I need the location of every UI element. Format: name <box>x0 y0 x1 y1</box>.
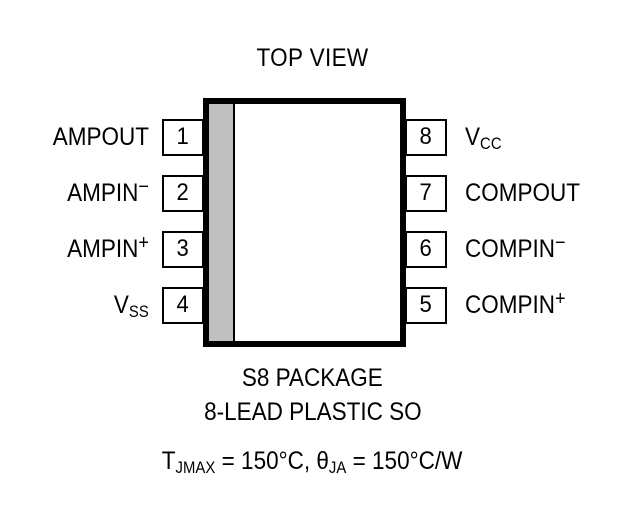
pin-number-5: 5 <box>419 290 433 318</box>
package-name-caption: S8 PACKAGE <box>0 366 625 391</box>
plus-sign-icon: + <box>555 287 566 310</box>
theta-subscript: JA <box>329 458 347 477</box>
package-name-text: S8 PACKAGE <box>242 364 383 392</box>
pin-label-ampin-minus-text: AMPIN <box>67 179 139 207</box>
pin-number-3: 3 <box>176 234 190 262</box>
pin-label-ampout: AMPOUT <box>42 119 149 156</box>
pin-label-vss-subscript: SS <box>129 302 149 321</box>
pin-label-vss-text: V <box>113 291 130 319</box>
pin-label-vcc-subscript: CC <box>480 134 502 153</box>
theta-symbol: θ <box>316 447 330 475</box>
pin-label-compin-plus-text: COMPIN <box>465 291 555 319</box>
pin-label-compin-plus: COMPIN+ <box>465 287 577 324</box>
pin-label-vcc-text: V <box>465 123 481 151</box>
pin-number-7: 7 <box>419 178 433 206</box>
package-description-text: 8-LEAD PLASTIC SO <box>203 398 422 426</box>
pin-number-2: 2 <box>176 178 190 206</box>
pin-label-ampin-plus: AMPIN+ <box>58 231 149 268</box>
package-description-caption: 8-LEAD PLASTIC SO <box>0 400 625 425</box>
theta-value: = 150°C/W <box>346 447 463 475</box>
tjmax-symbol: T <box>162 447 176 475</box>
pin-number-4: 4 <box>176 290 190 318</box>
pin-label-compin-minus-text: COMPIN <box>465 235 555 263</box>
pin-label-compin-minus: COMPIN− <box>465 231 577 268</box>
pin-label-ampout-text: AMPOUT <box>52 123 149 151</box>
minus-sign-icon: − <box>138 176 149 198</box>
plus-sign-icon: + <box>138 231 149 254</box>
pin1-indicator-band <box>209 104 235 341</box>
thermal-spec-caption: TJMAX = 150°C, θJA = 150°C/W <box>0 447 625 477</box>
pin-number-6: 6 <box>419 234 433 262</box>
pin-box-7: 7 <box>405 175 447 212</box>
top-view-text: TOP VIEW <box>256 44 369 72</box>
pin-box-2: 2 <box>162 175 204 212</box>
pin-label-compout-text: COMPOUT <box>465 179 581 207</box>
pin-label-vcc: VCC <box>465 119 506 156</box>
pin-label-ampin-minus: AMPIN− <box>58 175 149 212</box>
tjmax-subscript: JMAX <box>175 458 216 477</box>
pin-number-1: 1 <box>176 122 190 150</box>
pin-box-8: 8 <box>405 119 447 156</box>
pin-box-4: 4 <box>162 287 204 324</box>
tjmax-value: = 150°C, <box>215 447 317 475</box>
package-body-outline <box>203 98 406 347</box>
pin-label-compout: COMPOUT <box>465 175 593 212</box>
top-view-label: TOP VIEW <box>31 46 594 71</box>
minus-sign-icon: − <box>555 232 566 254</box>
pin-label-ampin-plus-text: AMPIN <box>67 235 139 263</box>
pin-box-5: 5 <box>405 287 447 324</box>
pin-number-8: 8 <box>419 122 433 150</box>
pin-box-3: 3 <box>162 231 204 268</box>
pin-box-6: 6 <box>405 231 447 268</box>
pin-box-1: 1 <box>162 119 204 156</box>
pin-label-vss: VSS <box>110 287 149 324</box>
